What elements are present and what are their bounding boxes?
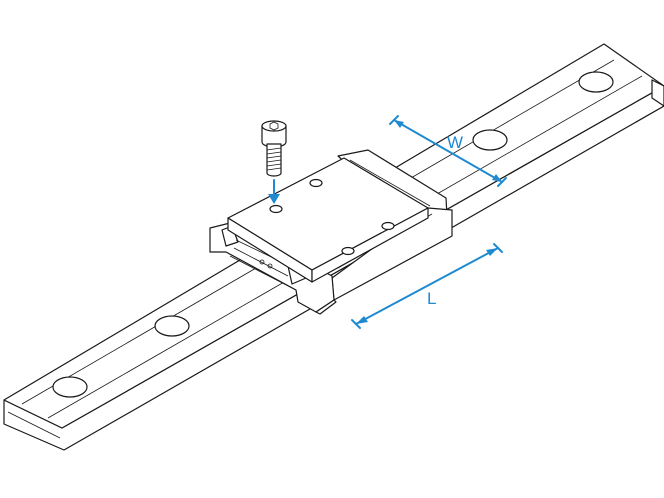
screw-head-top xyxy=(261,120,287,132)
screw-thread xyxy=(266,155,282,159)
width-dimension: W xyxy=(389,115,507,187)
screw-shank xyxy=(266,143,282,177)
width-arrow-head xyxy=(492,174,502,182)
end-plate-pin xyxy=(267,263,273,269)
carriage-block xyxy=(209,149,453,315)
rail-holes xyxy=(52,71,614,398)
carriage-side-face xyxy=(331,207,453,301)
rail-hole xyxy=(578,71,614,93)
socket-head-cap-screw-icon xyxy=(261,120,287,177)
screw-thread xyxy=(266,163,282,167)
end-plate-slot-line xyxy=(233,247,289,277)
end-plate-edge xyxy=(315,299,337,315)
width-label: W xyxy=(447,133,463,152)
carriage-hole xyxy=(381,221,395,231)
carriage-hole xyxy=(269,204,283,214)
rail-hole xyxy=(472,129,508,151)
width-dimension-line xyxy=(393,119,503,183)
length-dimension: L xyxy=(351,243,503,329)
insertion-arrow-icon xyxy=(268,179,280,204)
width-arrow-head xyxy=(394,120,404,128)
rail-chamfer-line xyxy=(7,411,61,439)
rail-end-face xyxy=(651,79,664,107)
length-arrow-head xyxy=(356,316,368,324)
rail-hole xyxy=(52,376,88,398)
screw-thread xyxy=(266,167,282,171)
seal-detail-line xyxy=(349,159,431,207)
insertion-arrow-head xyxy=(268,194,280,204)
length-arrow-head xyxy=(486,248,498,256)
screw-thread xyxy=(266,147,282,151)
end-plate-slot-line xyxy=(229,255,297,291)
length-label: L xyxy=(427,289,436,308)
screw-thread xyxy=(266,151,282,155)
carriage-hole xyxy=(341,246,355,256)
screw-thread xyxy=(266,159,282,163)
screw-hex-socket xyxy=(269,121,279,131)
length-dimension-line xyxy=(355,247,499,325)
carriage-hole xyxy=(309,178,323,188)
rail-hole xyxy=(154,315,190,337)
end-plate-pin xyxy=(259,259,265,265)
